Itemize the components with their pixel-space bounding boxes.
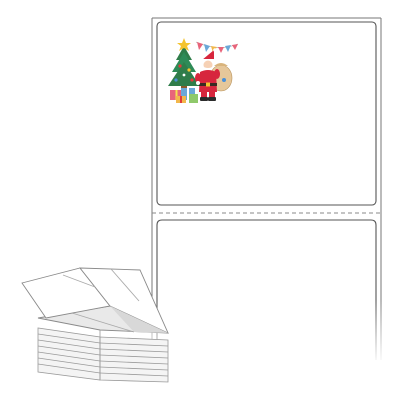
- stack-layers: [37, 327, 169, 383]
- fanfold-stack: [21, 267, 169, 383]
- santa-artwork: [168, 38, 239, 103]
- christmas-tree-icon: [168, 38, 200, 92]
- strip-fade: [148, 300, 388, 365]
- label-strip: [148, 17, 388, 365]
- stack-unfolded-flap: [21, 267, 169, 334]
- gift-boxes-icon: [170, 88, 198, 103]
- label-first: [156, 21, 377, 206]
- santa-icon: [195, 48, 220, 101]
